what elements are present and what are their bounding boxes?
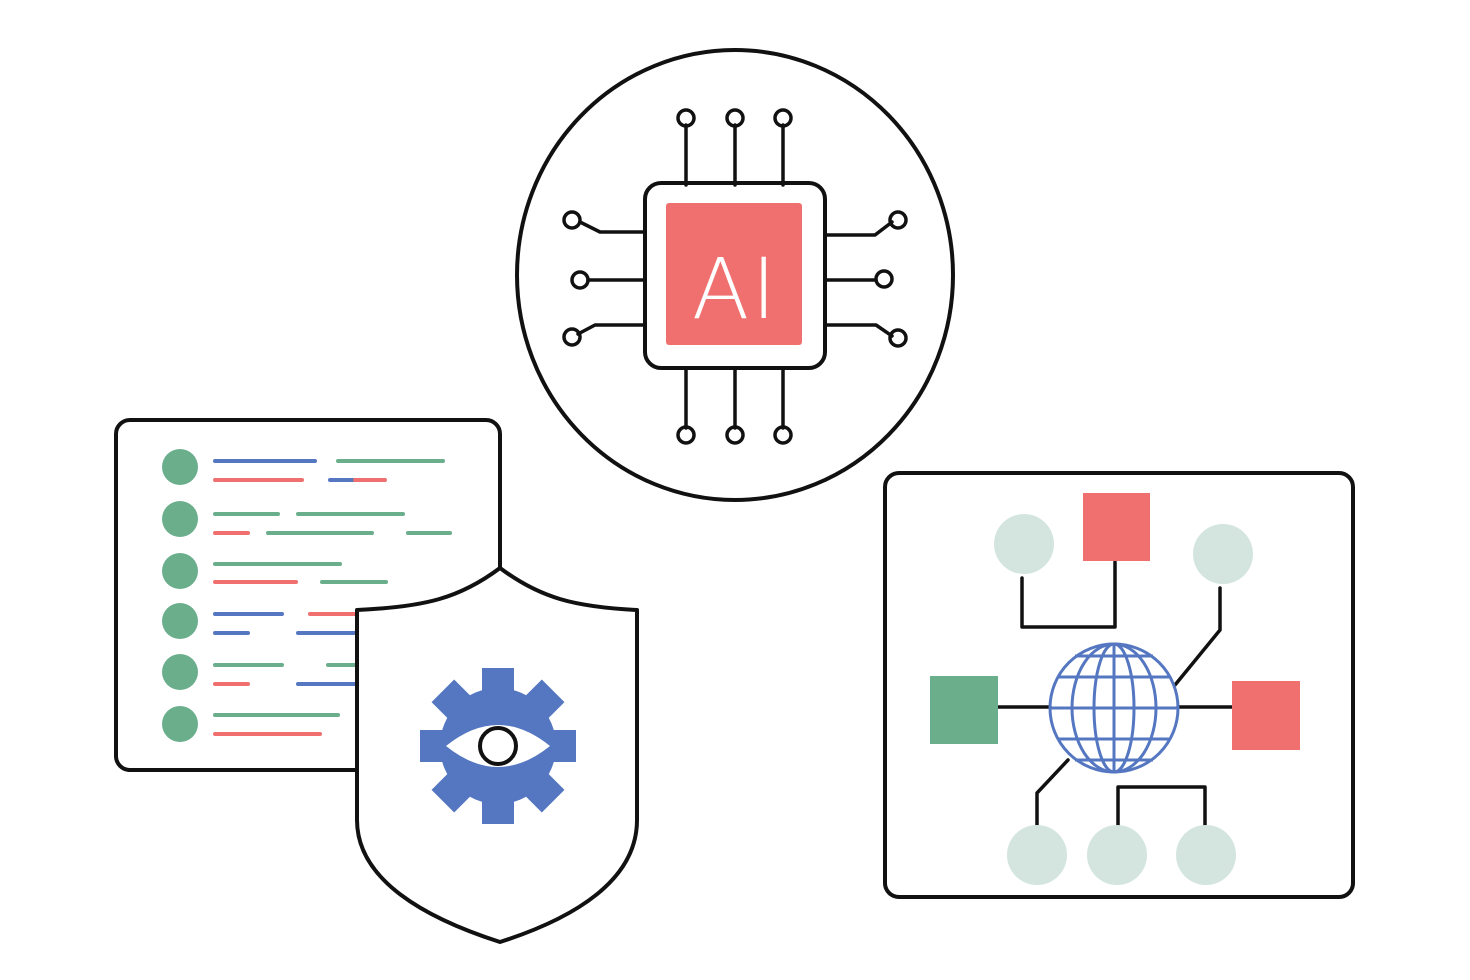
globe-icon	[1048, 642, 1180, 774]
node-circle-bottom-right	[1176, 825, 1236, 885]
node-square-top	[1083, 493, 1150, 561]
node-square-right	[1232, 681, 1300, 750]
chip-pins	[562, 108, 908, 445]
network-frame	[883, 471, 1355, 899]
code-document-panel	[114, 418, 502, 772]
node-square-left	[930, 676, 998, 744]
node-circle-bottom-center	[1087, 825, 1147, 885]
shield-group	[355, 566, 639, 944]
network-diagram-panel	[883, 471, 1355, 899]
ai-chip-group: AI	[515, 48, 955, 502]
chip-body	[643, 181, 827, 370]
node-circle-bottom-left	[1007, 825, 1067, 885]
node-circle-top-right	[1193, 524, 1253, 584]
network-connectors	[996, 560, 1234, 827]
chip-label: AI	[692, 240, 778, 338]
chip-core	[666, 203, 802, 345]
gear-eye-icon	[420, 668, 576, 824]
chip-circle	[515, 48, 955, 502]
document-code-lines	[213, 459, 452, 736]
document-bullets	[162, 449, 198, 742]
node-circle-top-left	[994, 514, 1054, 574]
